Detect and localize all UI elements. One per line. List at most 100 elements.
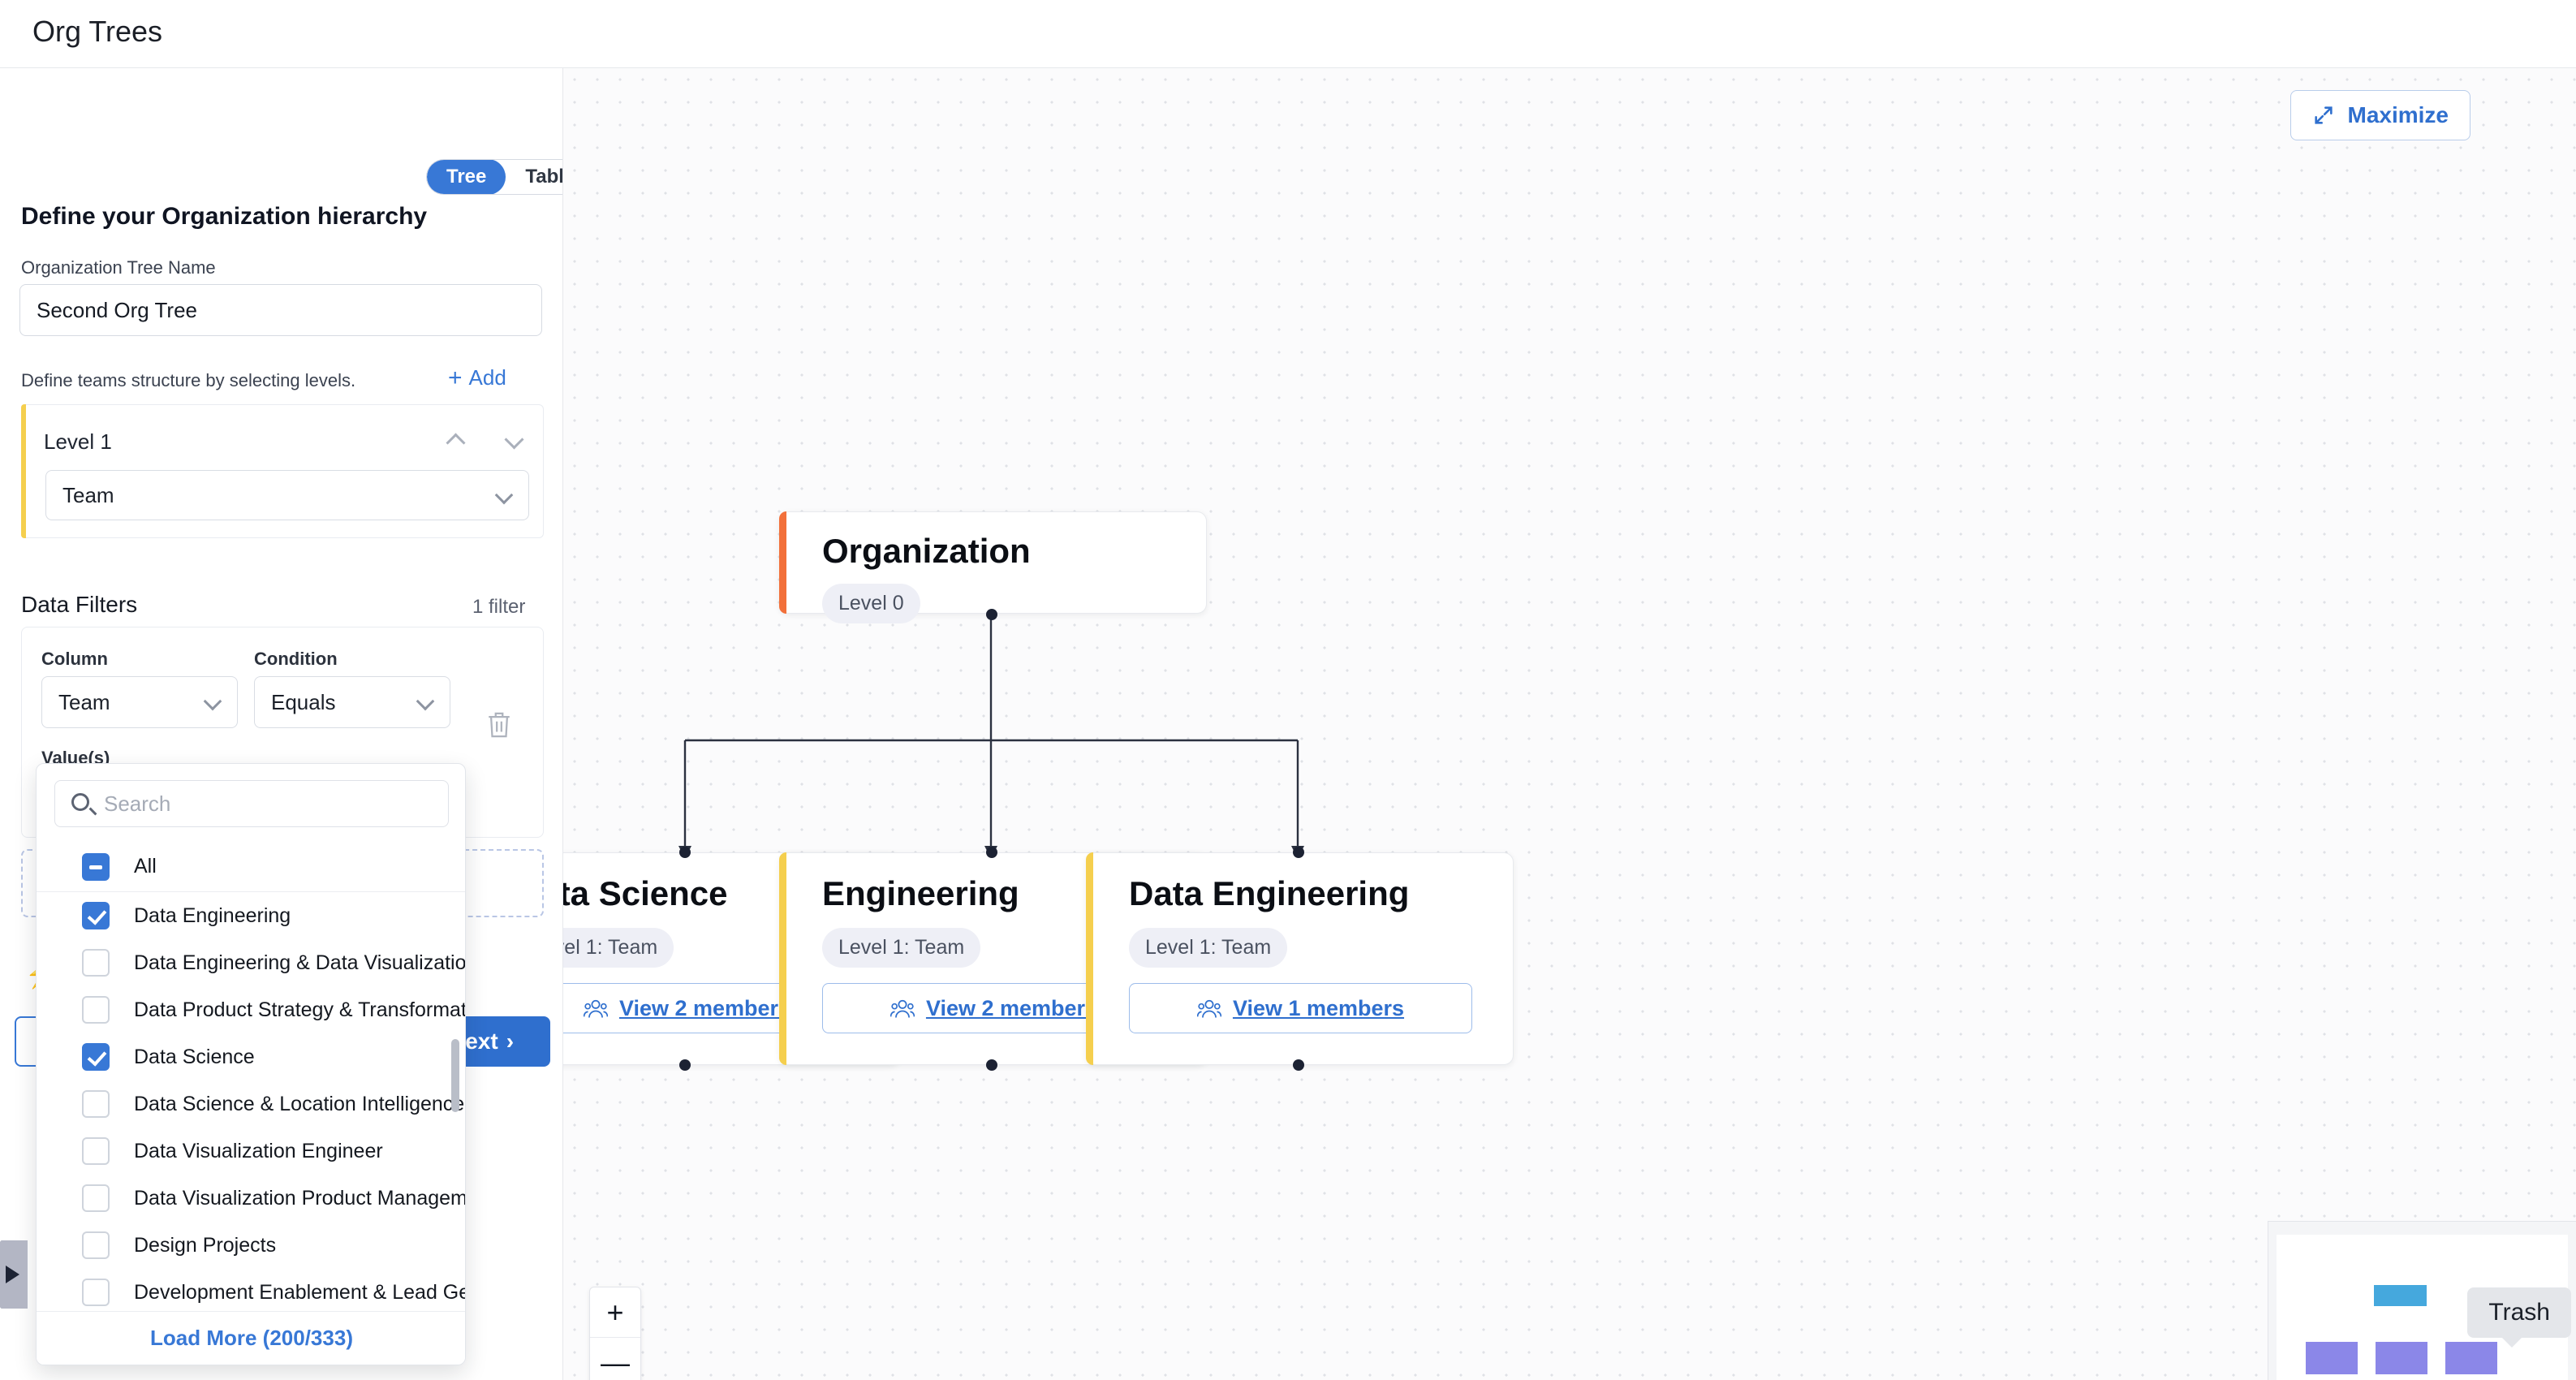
chevron-down-icon [494,485,514,505]
dropdown-option[interactable]: Development Enablement & Lead Ge... [37,1269,466,1314]
checkbox-indeterminate-icon[interactable] [82,852,110,881]
zoom-controls[interactable]: + — [589,1287,641,1380]
dropdown-option[interactable]: Data Product Strategy & Transformat... [37,986,466,1033]
filter-column-value: Team [58,690,110,714]
dropdown-option[interactable]: Data Science [37,1033,465,1080]
view-toggle[interactable]: Tree Table [426,159,562,195]
node-accent-bar [779,511,786,614]
dropdown-option[interactable]: Design Projects [37,1222,465,1269]
node-title: Data Engineering [1129,874,1410,912]
node-title: Engineering [822,874,1019,912]
node-accent-bar [1086,852,1093,1065]
dropdown-scrollbar-thumb[interactable] [451,1039,459,1112]
node-level-badge: Level 1: Team [822,928,981,968]
node-connector-dot [679,847,691,858]
dropdown-option-label: Data Science & Location Intelligence [134,1092,465,1115]
chevron-right-icon: › [506,1029,515,1054]
minimap-node-root [2374,1285,2427,1306]
load-more-button[interactable]: Load More (200/333) [37,1311,465,1365]
chevron-down-icon [416,692,435,711]
dropdown-item-all[interactable]: All [37,842,465,892]
filter-column-select[interactable]: Team [41,676,238,728]
checkbox-unchecked-icon[interactable] [82,1090,110,1118]
dropdown-option-label: Design Projects [134,1233,277,1257]
maximize-label: Maximize [2347,102,2449,127]
maximize-button[interactable]: Maximize [2290,90,2470,140]
trash-tooltip: Trash [2467,1287,2571,1348]
dropdown-search-wrap [54,780,449,827]
view-members-button[interactable]: View 1 members [1129,983,1472,1033]
filter-condition-select[interactable]: Equals [254,676,450,728]
node-connector-dot [679,1059,691,1071]
dropdown-option-label: Data Science [134,1045,255,1068]
dropdown-search-input[interactable] [104,781,445,826]
tree-name-input[interactable] [19,284,542,336]
dropdown-option[interactable]: Data Science & Location Intelligence [37,1080,465,1128]
dropdown-option-label: Data Visualization Engineer [134,1139,383,1162]
people-icon [1196,999,1221,1018]
node-connector-dot [986,1059,997,1071]
dropdown-option[interactable]: Data Engineering [37,892,465,939]
node-connector-dot [986,847,997,858]
minimap-node-child [2445,1342,2497,1374]
view-members-label: View 2 members [925,995,1098,1020]
dropdown-option-label: Data Engineering [134,903,291,927]
dropdown-option[interactable]: Data Engineering & Data Visualization [37,939,466,986]
dropdown-option-label: Data Product Strategy & Transformat... [134,998,466,1021]
add-level-label: Add [468,365,506,390]
view-members-label: View 1 members [1232,995,1405,1020]
plus-icon: + [448,364,463,391]
node-connector-dot [986,609,997,620]
view-members-label: View 2 members [618,995,791,1020]
node-accent-bar [779,852,786,1065]
level-column-select[interactable]: Team [45,470,529,520]
dropdown-option[interactable]: Data Visualization Engineer [37,1128,465,1175]
search-icon [71,793,89,811]
checkbox-checked-icon[interactable] [82,902,110,929]
org-node-root[interactable]: Organization Level 0 [779,511,1207,623]
top-bar: Org Trees [0,0,2576,68]
level-title: Level 1 [44,429,112,454]
dropdown-option-label: Data Visualization Product Managem... [134,1186,466,1210]
dropdown-all-label: All [134,855,157,878]
panel-collapse-handle[interactable] [0,1240,28,1309]
zoom-in-button[interactable]: + [590,1287,640,1338]
node-connector-dot [1293,1059,1304,1071]
node-connector-dot [1293,847,1304,858]
delete-filter-icon[interactable] [485,709,513,740]
data-filters-title: Data Filters [21,592,138,617]
checkbox-checked-icon[interactable] [82,1043,110,1071]
filter-column-label: Column [41,649,108,669]
checkbox-unchecked-icon[interactable] [82,1184,110,1212]
minimap-node-child [2376,1342,2427,1374]
checkbox-unchecked-icon[interactable] [82,996,110,1024]
node-title: Data Science [563,874,728,912]
panel-heading: Define your Organization hierarchy [21,203,428,230]
toggle-option-tree[interactable]: Tree [427,160,506,194]
chevron-up-icon[interactable] [446,431,467,452]
dropdown-option-label: Development Enablement & Lead Ge... [134,1280,466,1304]
node-level-badge: Level 0 [822,584,920,623]
add-level-button[interactable]: + Add [448,365,506,390]
zoom-out-button[interactable]: — [601,1346,630,1379]
dropdown-option[interactable]: Data Visualization Product Managem... [37,1175,466,1222]
checkbox-unchecked-icon[interactable] [82,1137,110,1165]
toggle-option-table[interactable]: Table [525,166,562,188]
expand-icon [2314,106,2333,124]
level-accent-bar [21,404,26,538]
checkbox-unchecked-icon[interactable] [82,949,110,977]
chevron-down-icon[interactable] [505,431,526,452]
level-column-value: Team [62,483,114,507]
checkbox-unchecked-icon[interactable] [82,1279,110,1306]
filter-condition-value: Equals [271,690,336,714]
minimap-node-child [2306,1342,2358,1374]
filter-condition-label: Condition [254,649,338,669]
chevron-down-icon [203,692,222,711]
org-chart-canvas[interactable]: Maximize Organization Level 0 Data Scien… [563,68,2576,1380]
checkbox-unchecked-icon[interactable] [82,1231,110,1259]
tree-connectors [678,614,1304,859]
dropdown-option-label: Data Engineering & Data Visualization [134,951,466,974]
